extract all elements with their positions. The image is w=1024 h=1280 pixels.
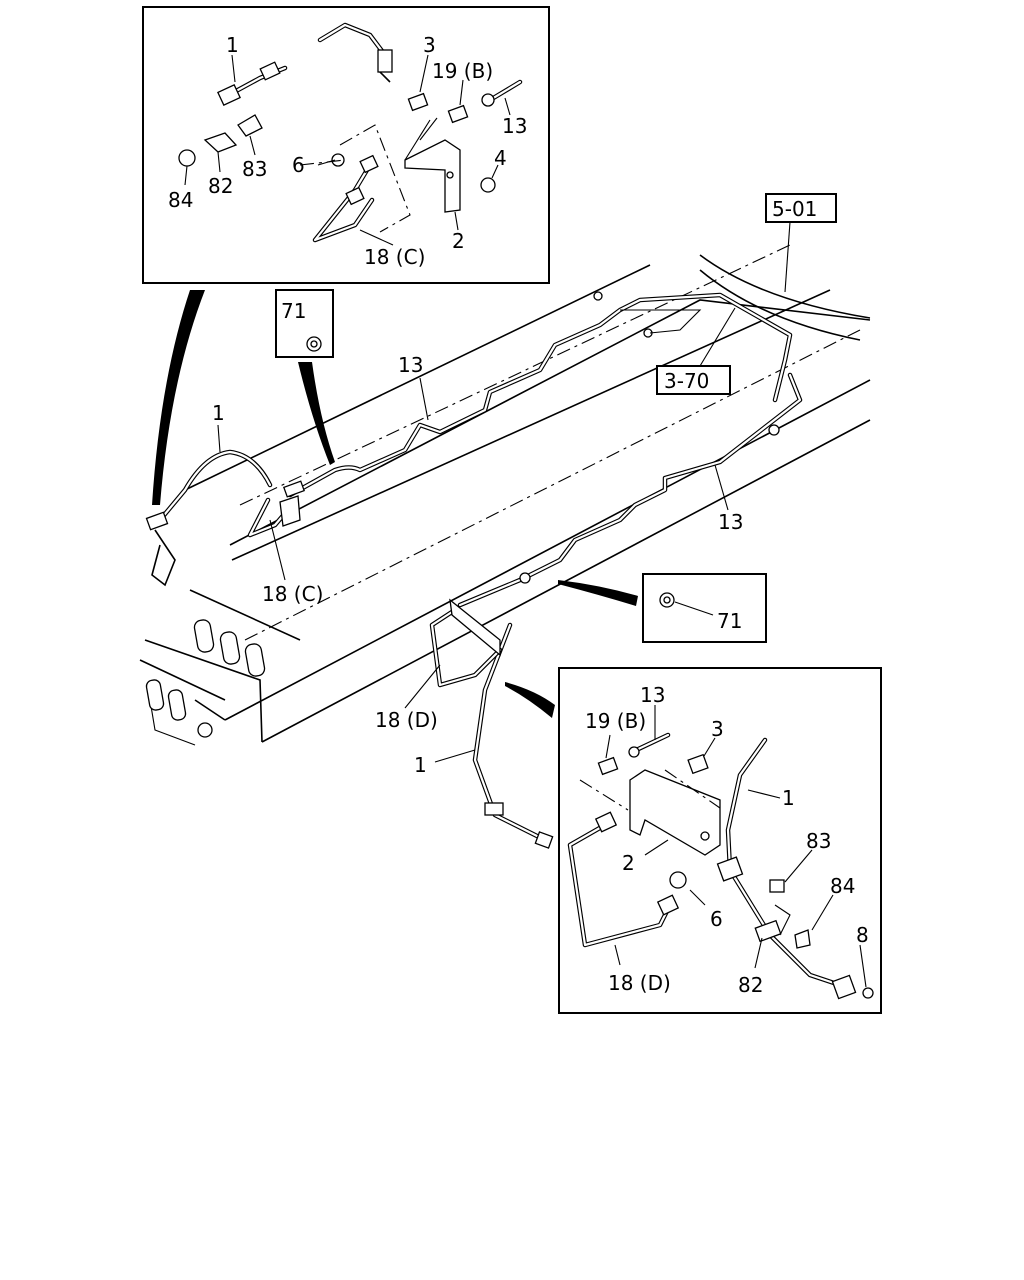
label-5-01: 5-01 <box>772 197 817 221</box>
label-71-top: 71 <box>281 299 306 323</box>
pipe-18c-left <box>247 480 306 538</box>
callout-box-71-top <box>275 289 334 358</box>
brake-pipe-13-lower <box>457 372 803 608</box>
hose-1-left <box>145 449 273 587</box>
label-13-top-inset: 13 <box>502 114 527 138</box>
label-19b-bottom-inset: 19 (B) <box>585 709 646 733</box>
label-6-bottom-inset: 6 <box>710 907 723 931</box>
label-1-bottom-inset: 1 <box>782 786 795 810</box>
label-83-top-inset: 83 <box>242 157 267 181</box>
label-18d-main: 18 (D) <box>375 708 438 732</box>
label-8-bottom-inset: 8 <box>856 923 869 947</box>
pipe-18d-lower <box>429 598 503 688</box>
label-2-top-inset: 2 <box>452 229 465 253</box>
label-3-top-inset: 3 <box>423 33 436 57</box>
label-13-lower: 13 <box>718 510 743 534</box>
label-3-bottom-inset: 3 <box>711 717 724 741</box>
label-82-top-inset: 82 <box>208 174 233 198</box>
callout-box-71-right <box>642 573 767 643</box>
inset-18d-detail <box>558 667 882 1014</box>
inset-18c-detail <box>142 6 550 284</box>
label-13-upper: 13 <box>398 353 423 377</box>
label-83-bottom-inset: 83 <box>806 829 831 853</box>
label-84-top-inset: 84 <box>168 188 193 212</box>
label-71-right: 71 <box>717 609 742 633</box>
hose-1-lower <box>472 622 554 849</box>
brake-pipe-13-upper <box>287 292 793 498</box>
label-3-70: 3-70 <box>664 369 709 393</box>
arrow-to-bottom-inset <box>505 682 555 718</box>
label-13-bottom-inset: 13 <box>640 683 665 707</box>
ref-box-3-70 <box>656 365 731 395</box>
label-1-top-inset: 1 <box>226 33 239 57</box>
label-4-top-inset: 4 <box>494 146 507 170</box>
ref-box-5-01 <box>765 193 837 223</box>
label-1-left: 1 <box>212 401 225 425</box>
label-82-bottom-inset: 82 <box>738 973 763 997</box>
arrow-from-71-right <box>558 580 638 606</box>
arrow-from-71-top <box>298 362 335 465</box>
label-1-lower: 1 <box>414 753 427 777</box>
label-18d-bottom-inset: 18 (D) <box>608 971 671 995</box>
label-84-bottom-inset: 84 <box>830 874 855 898</box>
arrow-to-top-inset <box>152 290 205 505</box>
label-6-top-inset: 6 <box>292 153 305 177</box>
label-18c-top-inset: 18 (C) <box>364 245 425 269</box>
label-19b-top-inset: 19 (B) <box>432 59 493 83</box>
label-2-bottom-inset: 2 <box>622 851 635 875</box>
label-18c-main: 18 (C) <box>262 582 323 606</box>
